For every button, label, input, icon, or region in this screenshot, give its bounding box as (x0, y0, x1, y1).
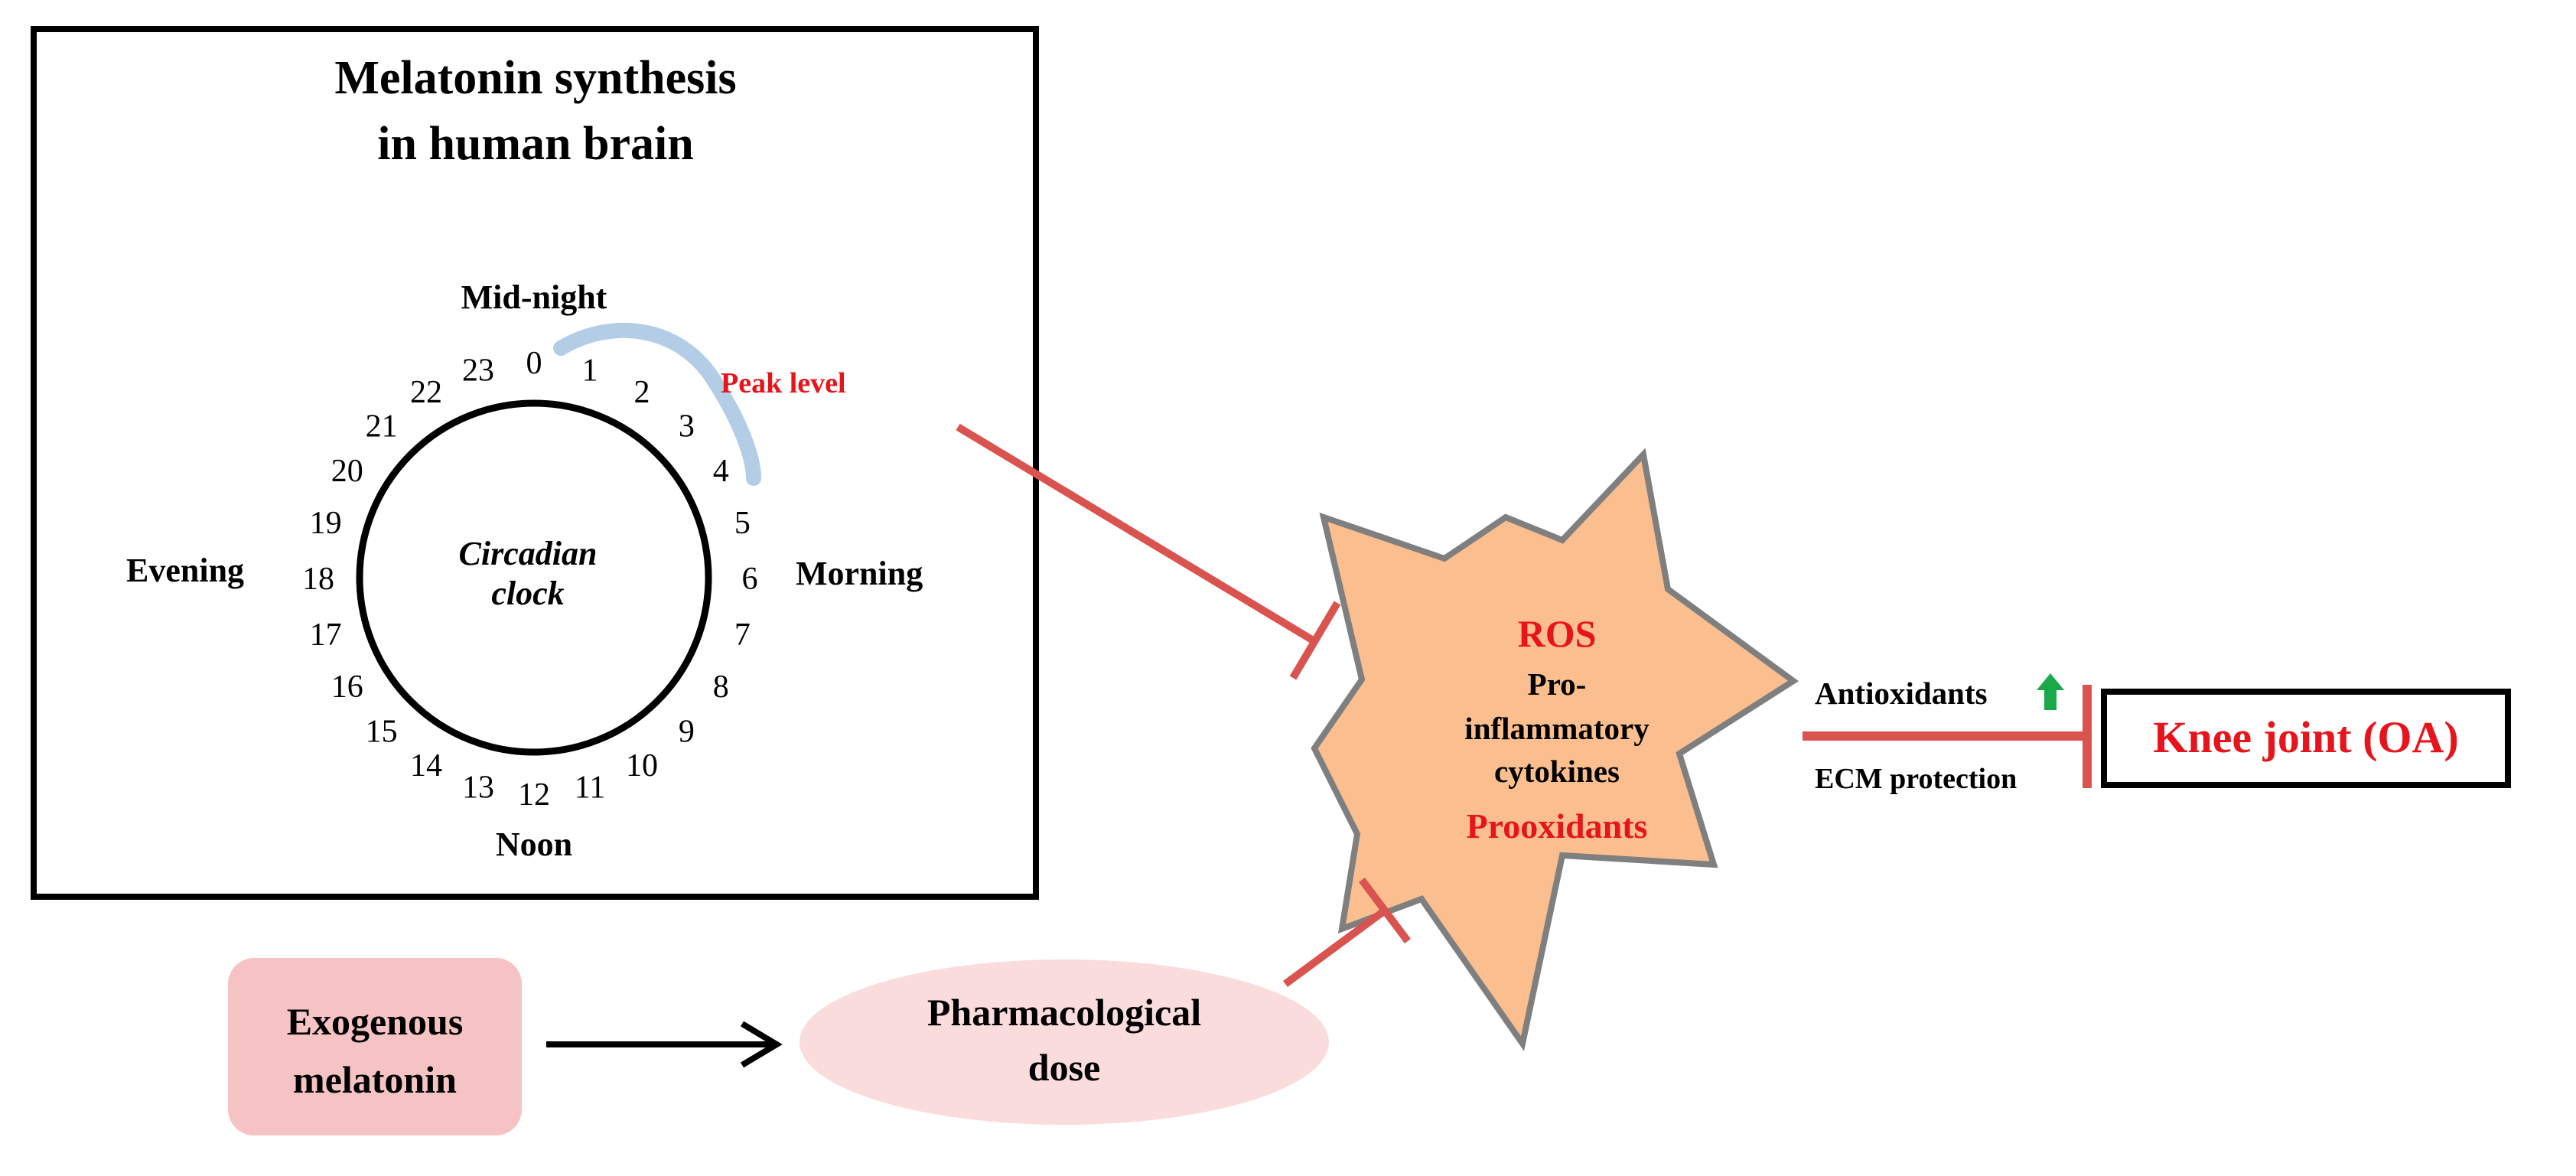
inhibit-bar-clock-to-star (1289, 601, 1341, 680)
knee-joint-label: Knee joint (OA) (2153, 712, 2459, 762)
clock-hour-7: 7 (734, 617, 751, 653)
clock-hour-6: 6 (742, 562, 758, 597)
clock-center-line1: Circadian (459, 535, 598, 572)
star-pro: Pro- (1528, 666, 1587, 702)
star-prooxidants: Prooxidants (1467, 806, 1648, 845)
clock-hour-18: 18 (302, 562, 334, 597)
clock-hour-20: 20 (331, 454, 363, 489)
brain-title-line2: in human brain (377, 118, 694, 170)
clock-hour-10: 10 (626, 748, 658, 783)
clock-hour-22: 22 (410, 375, 442, 410)
ros-starburst (1311, 448, 1799, 1051)
clock-hour-19: 19 (310, 506, 342, 541)
star-cytokines: cytokines (1494, 754, 1620, 789)
effect-ecm-protection: ECM protection (1815, 763, 2017, 795)
clock-label-morning: Morning (796, 555, 923, 592)
inhibit-bar-dose-to-star (1359, 878, 1411, 943)
clock-center-line2: clock (491, 575, 564, 612)
pharmacological-dose-ellipse (800, 959, 1329, 1125)
dose-line2: dose (1028, 1046, 1100, 1089)
clock-hour-9: 9 (679, 714, 695, 749)
dose-line1: Pharmacological (927, 991, 1201, 1034)
exogenous-line1: Exogenous (287, 1000, 464, 1043)
clock-hour-12: 12 (518, 777, 550, 813)
inhibit-line-clock-to-star (956, 423, 1317, 645)
clock-hour-0: 0 (526, 346, 542, 381)
clock-hour-11: 11 (575, 770, 605, 805)
star-inflammatory: inflammatory (1464, 711, 1649, 746)
clock-label-evening: Evening (126, 552, 244, 589)
clock-hour-16: 16 (331, 669, 363, 705)
clock-hour-13: 13 (462, 770, 494, 805)
clock-label-midnight: Mid-night (461, 279, 607, 316)
clock-hour-23: 23 (462, 353, 494, 389)
exogenous-line2: melatonin (293, 1058, 457, 1101)
star-ros: ROS (1518, 612, 1597, 655)
knee-joint-box (2101, 689, 2511, 788)
effect-antioxidants: Antioxidants (1815, 676, 1988, 711)
exogenous-melatonin-box (228, 958, 522, 1135)
clock-hour-2: 2 (634, 375, 650, 410)
clock-hour-21: 21 (366, 409, 398, 445)
circadian-clock-circle (356, 399, 712, 756)
clock-hour-5: 5 (734, 506, 751, 541)
clock-hour-8: 8 (713, 669, 729, 705)
clock-hour-17: 17 (310, 617, 342, 653)
clock-label-noon: Noon (496, 826, 572, 863)
clock-hour-15: 15 (366, 714, 398, 749)
inhibit-line-dose-to-star (1283, 907, 1387, 988)
clock-hour-1: 1 (582, 353, 598, 389)
clock-hour-14: 14 (410, 748, 442, 783)
clock-hour-3: 3 (679, 409, 695, 445)
clock-hour-4: 4 (713, 454, 729, 489)
up-arrow-icon (2037, 673, 2064, 710)
peak-level-arc (553, 322, 761, 486)
arrow-head-exogenous-to-dose (740, 1021, 783, 1068)
peak-level-label: Peak level (721, 367, 846, 399)
brain-title-line1: Melatonin synthesis (334, 52, 736, 104)
